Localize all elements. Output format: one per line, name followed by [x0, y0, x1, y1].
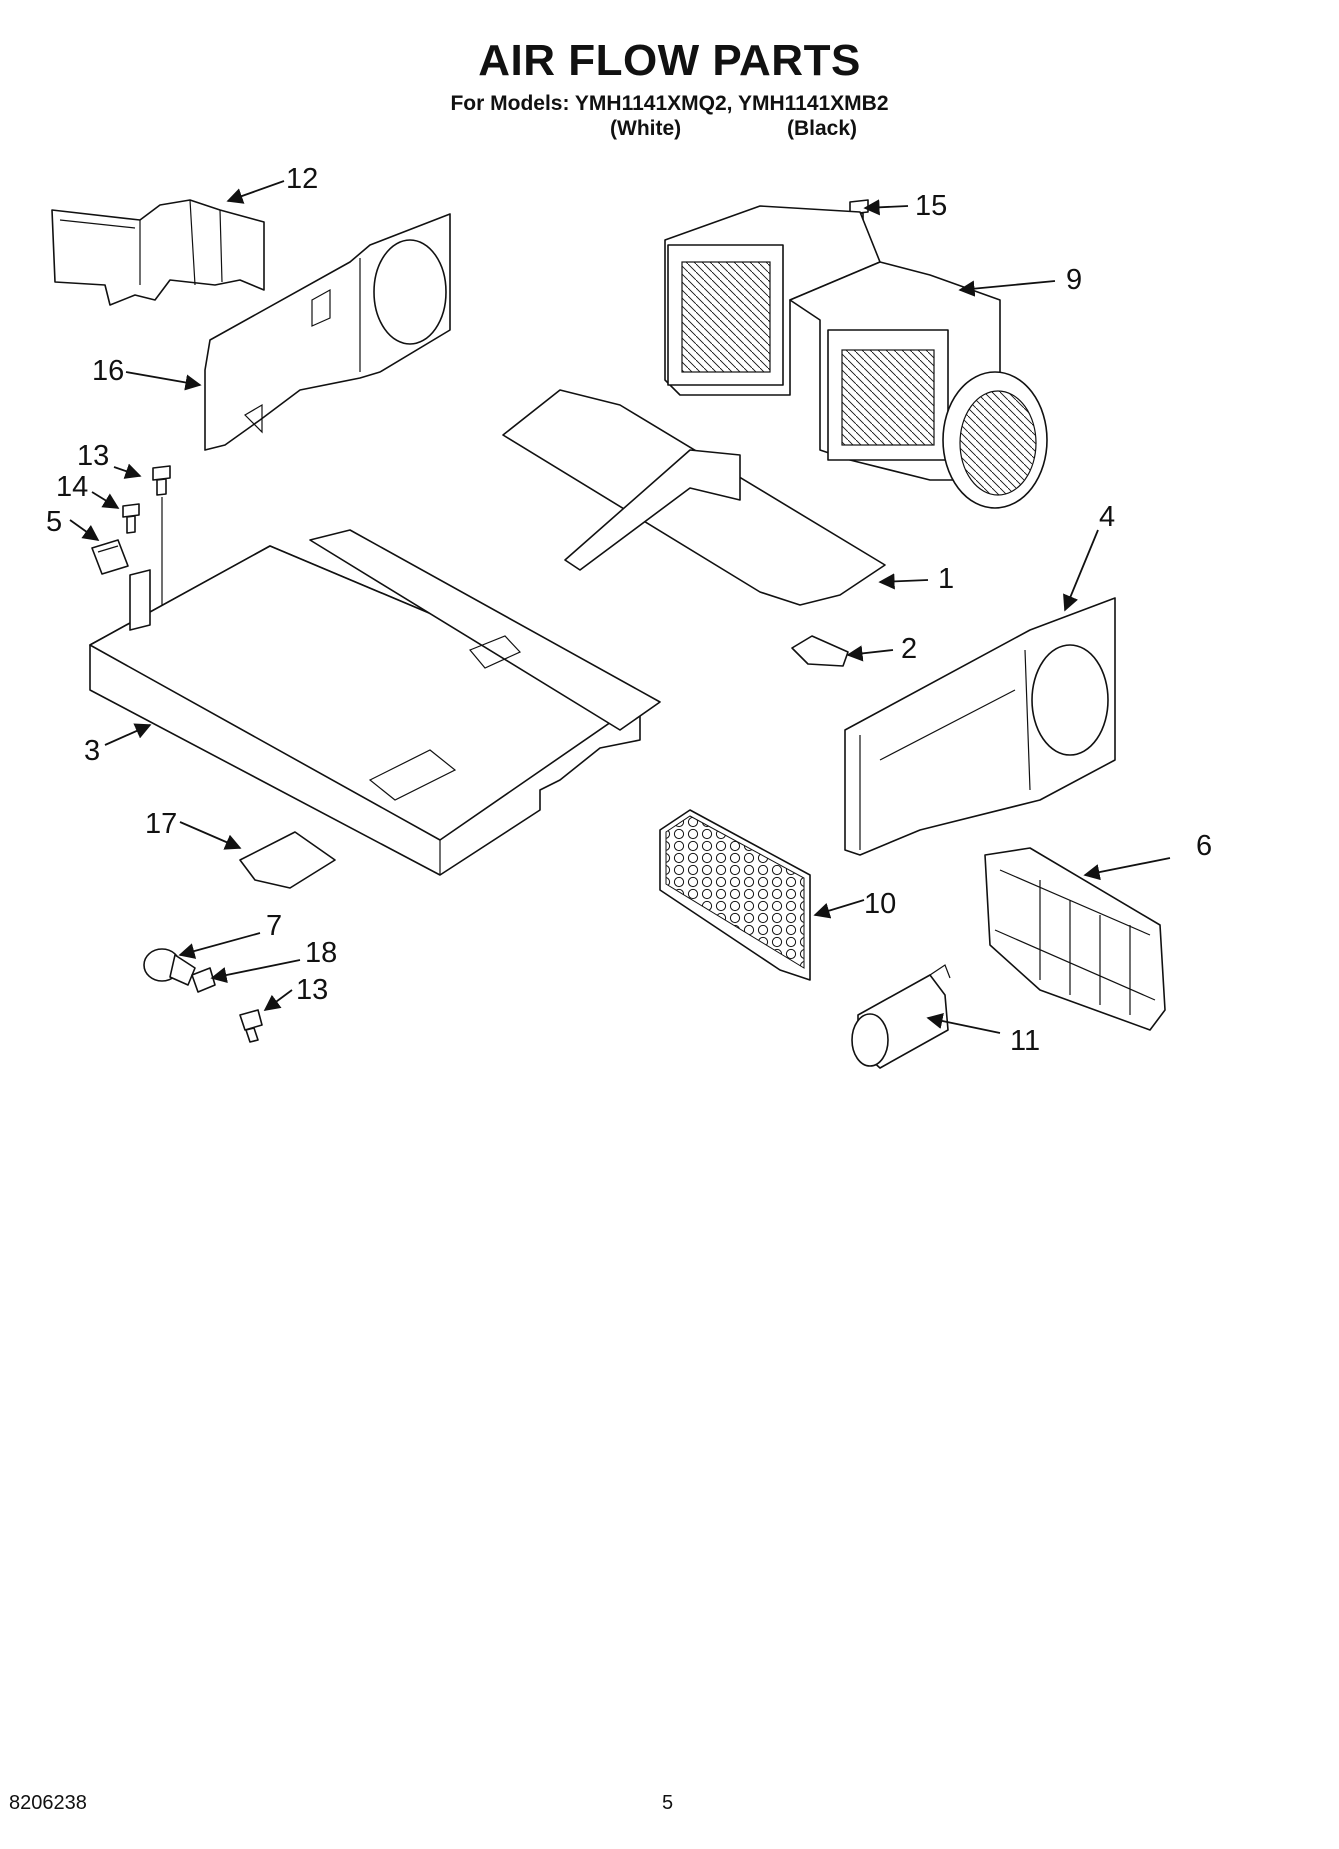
part-3-base-panel	[89, 529, 661, 876]
part-2-bracket	[791, 635, 849, 667]
part-18-socket	[191, 967, 216, 993]
models-line: For Models: YMH1141XMQ2, YMH1141XMB2	[450, 92, 889, 115]
callout-12: 11	[1010, 1025, 1040, 1057]
variant-white-label: (White)	[610, 117, 682, 140]
callout-10: 10	[864, 888, 896, 920]
part-16-baffle	[204, 213, 451, 451]
part-12-capacitor	[851, 964, 951, 1069]
callout-6: 6	[1196, 830, 1212, 862]
part-14-screw	[122, 503, 140, 534]
doc-number: 8206238	[9, 1792, 87, 1814]
part-13-screw-lower	[239, 1009, 263, 1043]
callout-18: 18	[305, 937, 337, 969]
callout-11: 12	[286, 163, 318, 195]
callout-1: 1	[938, 563, 954, 595]
part-10-grille	[659, 809, 811, 981]
callout-13-upper: 13	[77, 440, 109, 472]
variant-black-label: (Black)	[787, 117, 858, 140]
part-9-blower	[664, 205, 1048, 509]
callout-13-lower: 13	[296, 974, 328, 1006]
callout-15: 15	[915, 190, 947, 222]
part-1-air-guide	[502, 389, 886, 606]
part-7-lamp	[143, 948, 196, 986]
page-number: 5	[662, 1792, 674, 1814]
callout-5: 5	[46, 506, 62, 538]
callout-16: 16	[92, 355, 124, 387]
callout-4: 4	[1099, 501, 1115, 533]
page-title: AIR FLOW PARTS	[478, 36, 861, 85]
leader-lines	[69, 180, 1171, 1034]
part-6-filter	[984, 847, 1166, 1031]
part-17-plate	[239, 831, 336, 889]
callout-17: 17	[145, 808, 177, 840]
part-4-side-frame	[844, 597, 1116, 856]
part-5-clip	[91, 539, 129, 575]
callout-9: 9	[1066, 264, 1082, 296]
callout-3: 3	[84, 735, 100, 767]
callout-2: 2	[901, 633, 917, 665]
part-11-duct	[51, 199, 265, 306]
part-13-screw-upper	[152, 465, 171, 610]
callout-14: 14	[56, 471, 88, 503]
callout-7: 7	[266, 910, 282, 942]
